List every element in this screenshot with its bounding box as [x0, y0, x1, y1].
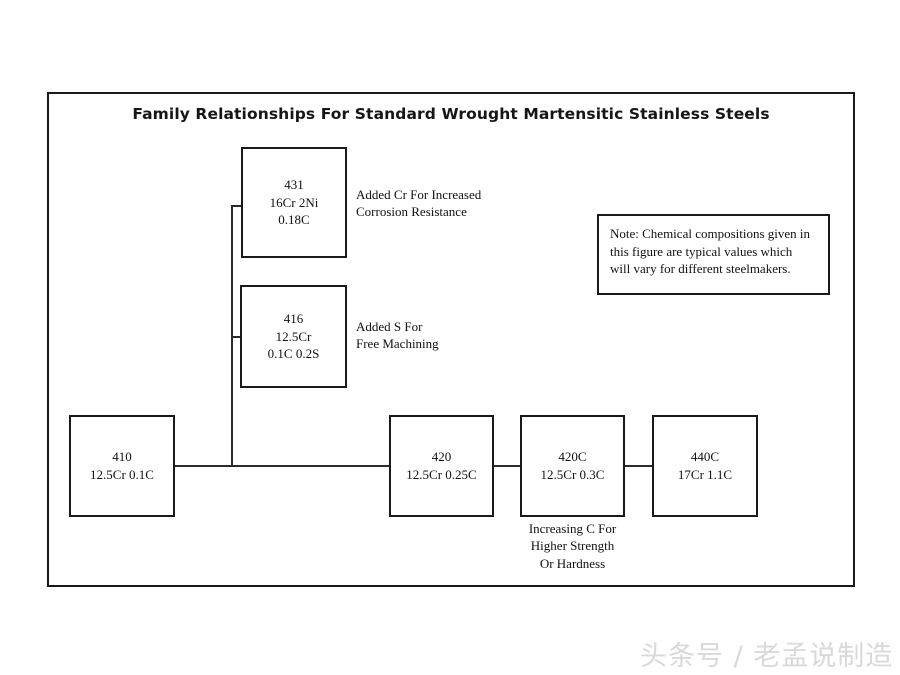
- annotation-431: Added Cr For Increased Corrosion Resista…: [356, 186, 481, 220]
- connector-410-to-420: [175, 465, 389, 467]
- node-composition-420c: 12.5Cr 0.3C: [540, 467, 605, 482]
- node-composition-420: 12.5Cr 0.25C: [406, 467, 477, 482]
- annotation-carbon-line2: Higher Strength: [530, 538, 615, 554]
- connector-420-to-420c: [494, 465, 520, 467]
- node-composition-410: 12.5Cr 0.1C: [90, 467, 154, 482]
- note-line2: this figure are typical values which: [610, 243, 793, 259]
- connector-stub-431: [231, 205, 243, 207]
- node-composition-416: 12.5Cr: [275, 328, 312, 344]
- connector-stub-416: [231, 336, 242, 338]
- node-grade-420: 420: [431, 449, 452, 465]
- note-line3: will vary for different steelmakers.: [610, 261, 791, 277]
- note-box: Note: Chemical compositions given in thi…: [597, 214, 830, 295]
- node-composition-431: 16Cr 2Ni: [269, 194, 319, 210]
- connector-420c-to-440c: [625, 465, 652, 467]
- annotation-431-line1: Added Cr For Increased: [356, 187, 482, 202]
- node-box-420c[interactable]: 420C 12.5Cr 0.3C: [520, 415, 625, 517]
- node-box-416[interactable]: 416 12.5Cr 0.1C 0.2S: [240, 285, 347, 388]
- annotation-carbon-line1: Increasing C For: [528, 521, 617, 536]
- annotation-416-line2: Free Machining: [356, 336, 439, 352]
- node-box-420[interactable]: 420 12.5Cr 0.25C: [389, 415, 494, 517]
- annotation-416-line1: Added S For: [356, 319, 423, 334]
- note-line1: Note: Chemical compositions given in: [610, 226, 811, 241]
- watermark: 头条号 / 老孟说制造: [640, 641, 894, 672]
- node-grade-440c: 440C: [690, 449, 720, 465]
- node-grade-410: 410: [112, 449, 132, 465]
- node-box-440c[interactable]: 440C 17Cr 1.1C: [652, 415, 758, 517]
- node-carbon-416: 0.1C 0.2S: [267, 346, 320, 362]
- annotation-431-line2: Corrosion Resistance: [356, 204, 467, 220]
- node-grade-420c: 420C: [558, 449, 587, 465]
- node-grade-431: 431: [284, 177, 304, 193]
- node-box-410[interactable]: 410 12.5Cr 0.1C: [69, 415, 175, 517]
- node-carbon-431: 0.18C: [278, 212, 310, 228]
- page-title: Family Relationships For Standard Wrough…: [132, 105, 770, 123]
- node-grade-416: 416: [283, 311, 304, 327]
- annotation-416: Added S For Free Machining: [356, 318, 439, 352]
- node-composition-440c: 17Cr 1.1C: [677, 467, 733, 482]
- annotation-carbon-series: Increasing C For Higher Strength Or Hard…: [495, 520, 650, 572]
- annotation-carbon-line3: Or Hardness: [539, 555, 606, 571]
- node-box-431[interactable]: 431 16Cr 2Ni 0.18C: [241, 147, 347, 258]
